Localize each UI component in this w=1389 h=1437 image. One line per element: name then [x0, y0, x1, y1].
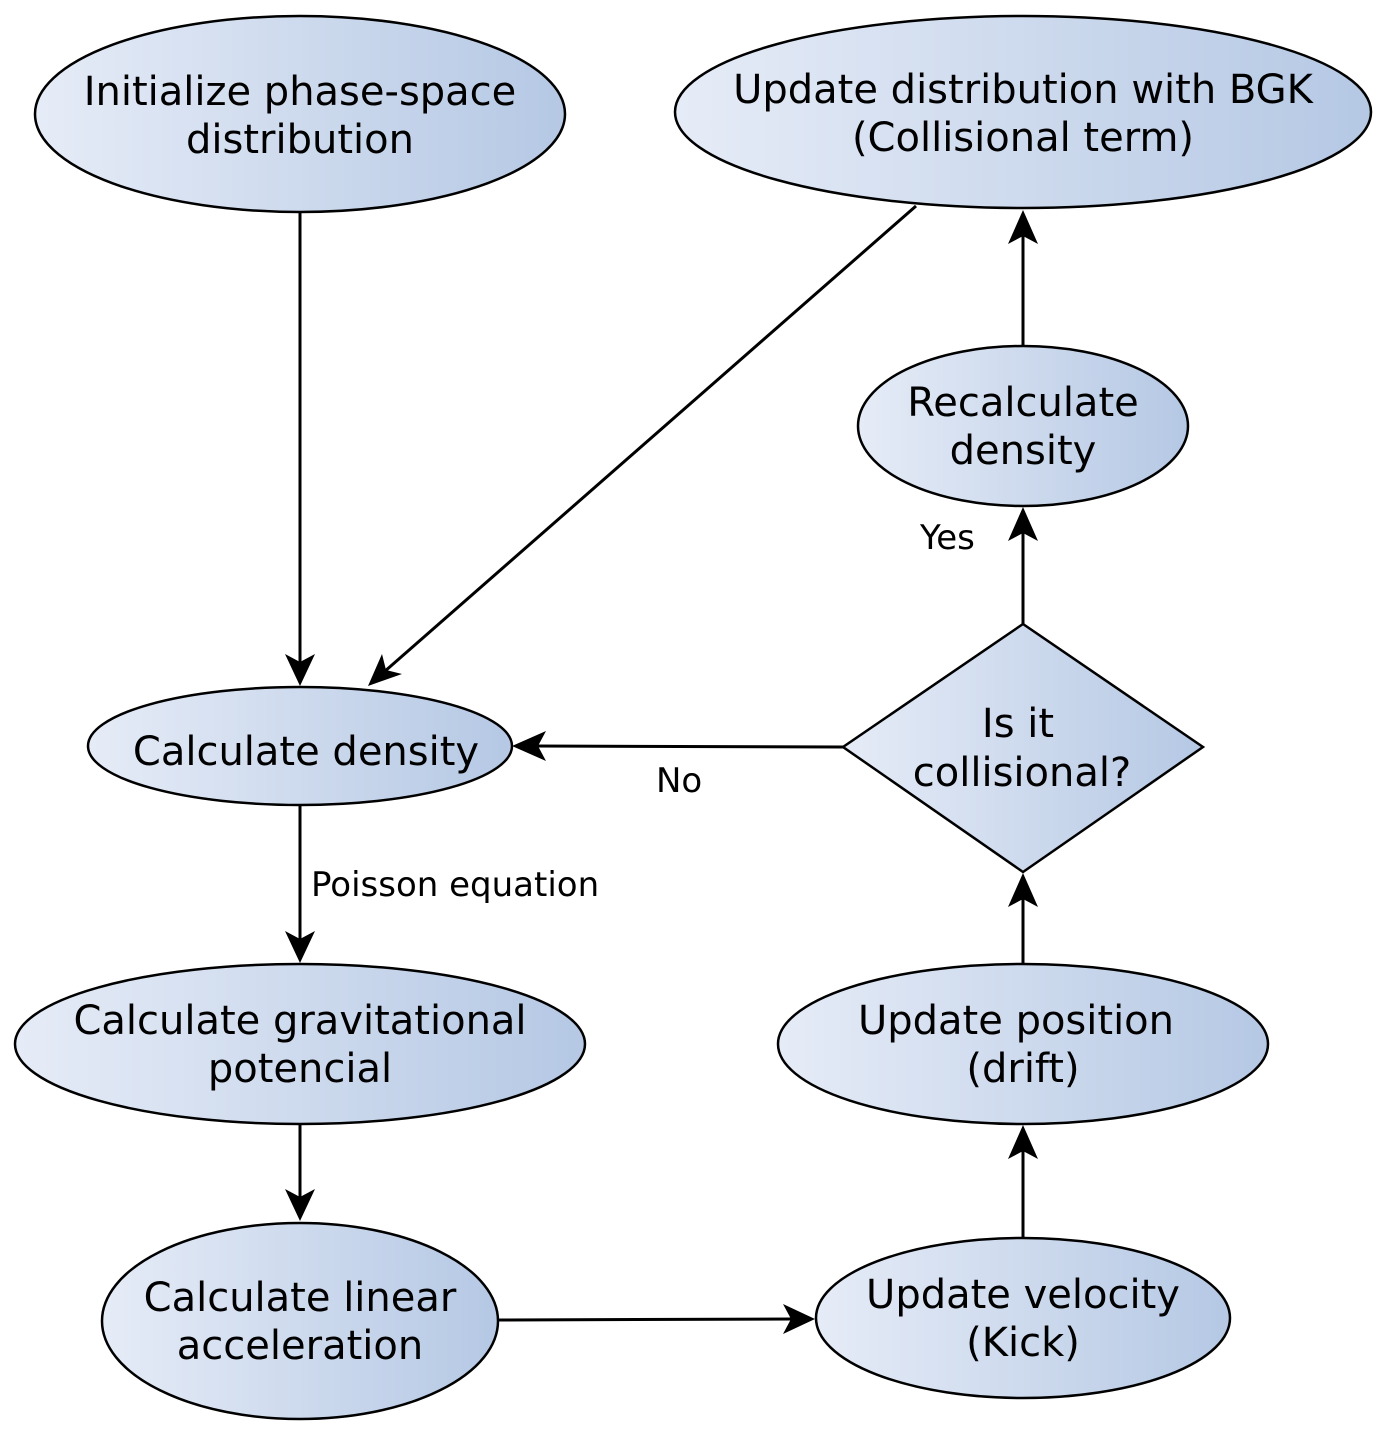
node-kick: Update velocity (Kick) — [814, 1236, 1232, 1400]
node-drift-shape — [776, 962, 1270, 1126]
node-recalc-line2: density — [950, 428, 1097, 474]
node-kick-line2: (Kick) — [966, 1320, 1080, 1366]
edge-collisional-to-density — [534, 744, 844, 749]
node-grav-shape — [13, 962, 587, 1126]
node-calc-density-line1: Calculate density — [133, 729, 479, 775]
node-kick-shape — [814, 1236, 1232, 1400]
arrowhead — [512, 731, 546, 761]
node-init-line1: Initialize phase-space — [84, 69, 517, 115]
node-grav-line2: potencial — [208, 1046, 392, 1092]
arrowhead — [368, 654, 402, 686]
node-collisional-line2: collisional? — [913, 750, 1131, 796]
node-init-line2: distribution — [186, 117, 414, 163]
node-drift: Update position (drift) — [776, 962, 1270, 1126]
node-collisional-line1: Is it — [982, 701, 1054, 747]
node-grav: Calculate gravitational potencial — [13, 962, 587, 1126]
arrowhead — [285, 1189, 315, 1221]
arrowhead — [285, 654, 315, 686]
node-bgk-shape — [673, 14, 1373, 210]
arrowhead — [1008, 210, 1038, 244]
node-accel-shape — [100, 1221, 500, 1421]
node-accel-line2: acceleration — [177, 1323, 423, 1369]
node-recalc: Recalculate density — [856, 344, 1190, 508]
edge-bgk-to-density — [383, 204, 917, 674]
node-bgk-line1: Update distribution with BGK — [733, 67, 1315, 113]
arrowhead — [783, 1304, 815, 1334]
arrowhead — [1008, 507, 1038, 541]
edge-labels: Yes No Poisson equation — [311, 518, 975, 905]
node-init-shape — [33, 14, 567, 214]
yes-label: Yes — [919, 518, 975, 558]
node-init: Initialize phase-space distribution — [33, 14, 567, 214]
node-accel-line1: Calculate linear — [144, 1275, 457, 1321]
no-label: No — [656, 761, 702, 801]
arrowhead — [1008, 873, 1038, 907]
node-recalc-line1: Recalculate — [907, 380, 1138, 426]
node-accel: Calculate linear acceleration — [100, 1221, 500, 1421]
node-grav-line1: Calculate gravitational — [73, 998, 526, 1044]
node-recalc-shape — [856, 344, 1190, 508]
edges — [285, 204, 1038, 1334]
node-drift-line2: (drift) — [966, 1046, 1079, 1092]
node-collisional-shape — [840, 622, 1206, 874]
node-kick-line1: Update velocity — [866, 1272, 1180, 1318]
arrowhead — [1008, 1125, 1038, 1159]
arrowhead — [285, 931, 315, 963]
node-calc-density-shape — [86, 685, 514, 807]
node-drift-line1: Update position — [858, 998, 1174, 1044]
node-calc-density: Calculate density — [86, 685, 514, 807]
poisson-label: Poisson equation — [311, 865, 599, 905]
node-bgk: Update distribution with BGK (Collisiona… — [673, 14, 1373, 210]
edge-accel-to-kick — [497, 1317, 793, 1322]
node-bgk-line2: (Collisional term) — [852, 115, 1194, 161]
node-collisional: Is it collisional? — [840, 622, 1206, 874]
